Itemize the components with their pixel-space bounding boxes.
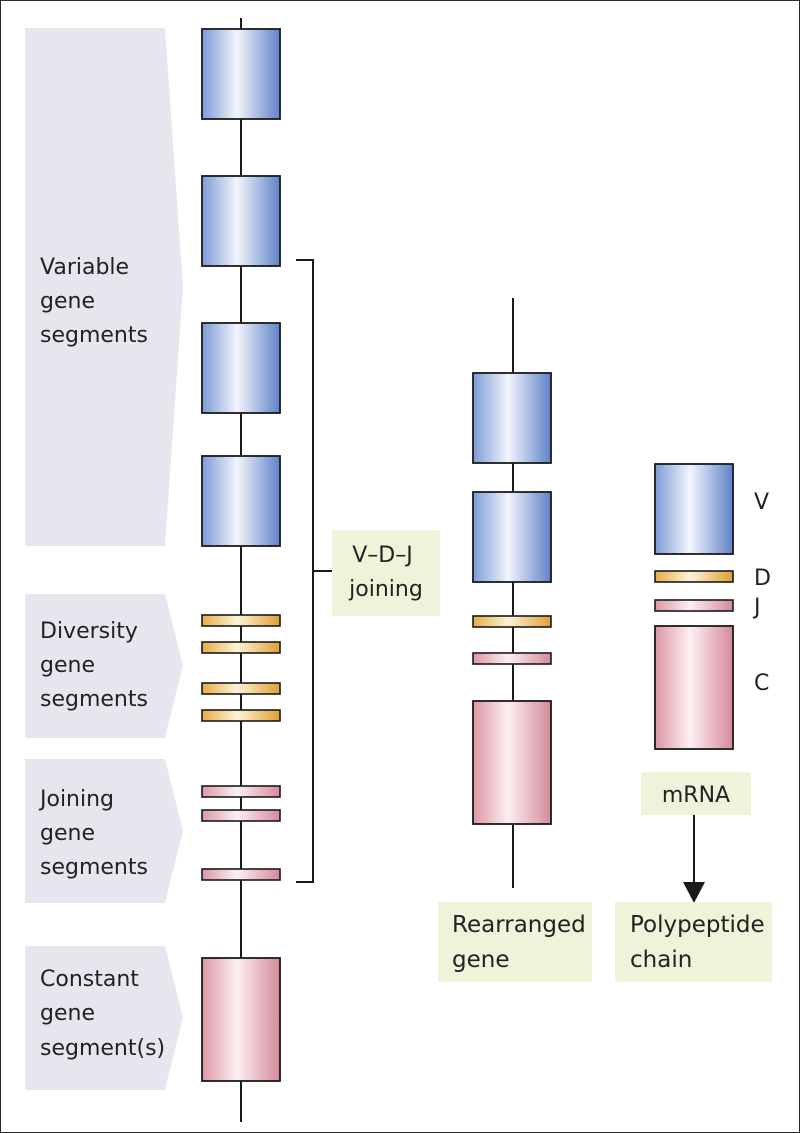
joining-segment-2: [201, 809, 281, 822]
diversity-segment-4: [201, 709, 281, 722]
diversity-segment-1: [201, 614, 281, 627]
constant-segment: [201, 957, 281, 1082]
polypeptide-label: Polypeptide chain: [630, 912, 772, 973]
rearranged-constant-segment: [472, 700, 552, 825]
rearranged-diversity-segment: [472, 615, 552, 628]
mrna-label: mRNA: [662, 783, 730, 808]
joining-label-panel: [25, 759, 183, 903]
variable-segment-1: [201, 28, 281, 120]
variable-label-panel: [25, 28, 183, 546]
mrna-c-segment: [654, 625, 734, 750]
mrna-c-label: C: [754, 671, 769, 696]
mrna-d-segment: [654, 570, 734, 583]
translation-arrow-head: [683, 882, 705, 903]
constant-label-panel: [25, 946, 183, 1090]
mrna-j-label: J: [752, 595, 761, 620]
rearranged-joining-segment: [472, 652, 552, 665]
variable-segment-4: [201, 455, 281, 547]
mrna-v-segment: [654, 463, 734, 555]
diversity-label: Diversity gene segments: [40, 619, 148, 712]
vdj-bracket: [296, 259, 314, 883]
polypeptide-note-box: [615, 902, 772, 982]
mrna-d-label: D: [754, 566, 771, 591]
diversity-label-panel: [25, 594, 183, 738]
variable-segment-2: [201, 175, 281, 267]
rearranged-gene-label: Rearranged gene: [452, 912, 593, 973]
variable-segment-3: [201, 322, 281, 414]
joining-segment-1: [201, 785, 281, 798]
constant-label: Constant gene segment(s): [40, 967, 165, 1061]
mrna-note-box: [641, 772, 751, 815]
diversity-segment-3: [201, 682, 281, 695]
mrna-j-segment: [654, 599, 734, 612]
vdj-joining-label: V–D–J joining: [348, 543, 423, 602]
diversity-segment-2: [201, 641, 281, 654]
mrna-v-label: V: [754, 490, 769, 515]
rearranged-variable-segment-1: [472, 372, 552, 464]
joining-label: Joining gene segments: [38, 787, 148, 880]
rearranged-gene-note-box: [438, 902, 592, 982]
joining-segment-3: [201, 868, 281, 881]
vdj-joining-note-box: [332, 530, 440, 616]
rearranged-variable-segment-2: [472, 491, 552, 583]
variable-label: Variable gene segments: [40, 255, 148, 348]
